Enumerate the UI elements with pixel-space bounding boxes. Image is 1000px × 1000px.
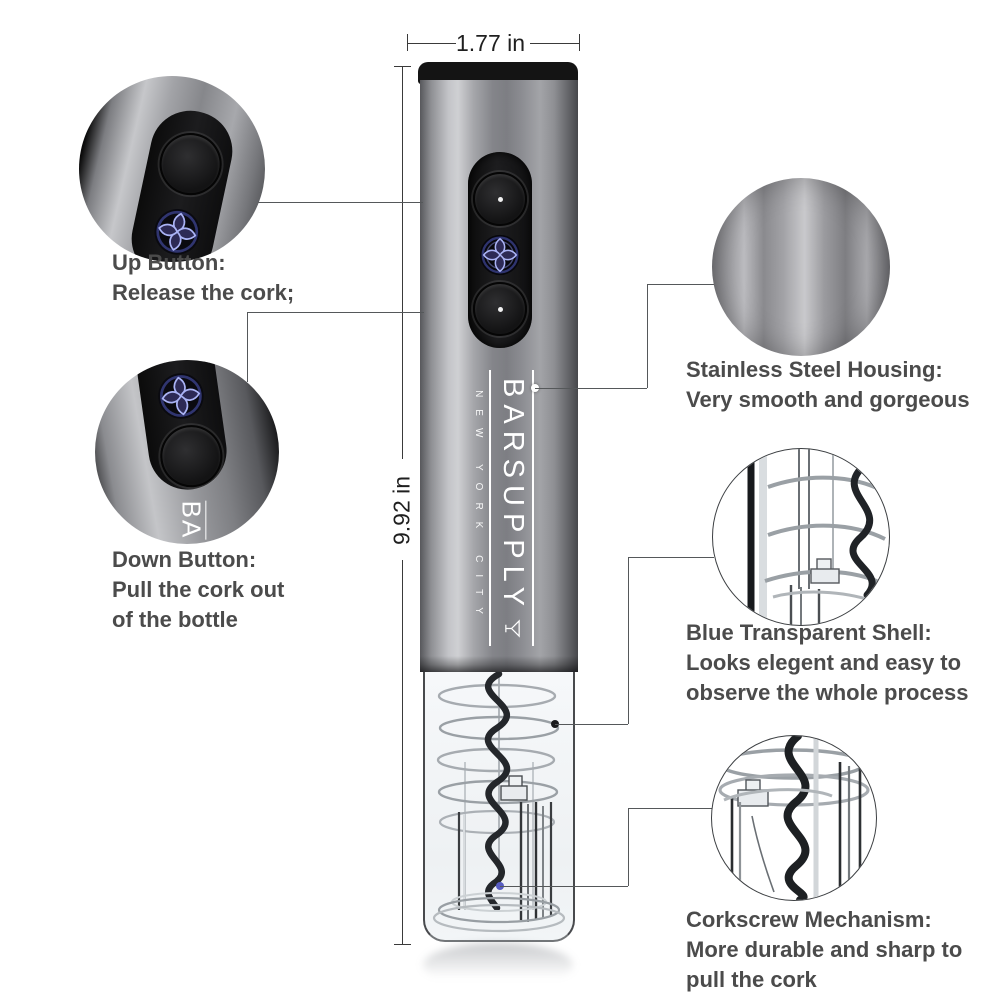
corkscrew-desc-1: More durable and sharp to bbox=[686, 937, 963, 962]
up-button[interactable] bbox=[473, 172, 527, 226]
down-button-desc-2: of the bottle bbox=[112, 607, 238, 632]
transparent-shell bbox=[423, 672, 575, 942]
martini-glass-icon bbox=[505, 619, 521, 638]
down-button-title: Down Button: bbox=[112, 547, 257, 572]
down-button-callout-panel bbox=[132, 360, 232, 495]
blue-shell-desc-1: Looks elegent and easy to bbox=[686, 650, 962, 675]
stainless-housing-callout-photo bbox=[712, 178, 890, 356]
leader-line-stainless-h1 bbox=[535, 388, 647, 389]
leader-line-stainless-h2 bbox=[647, 284, 714, 285]
brand-name: BARSUPPLY bbox=[497, 378, 530, 613]
blue-shell-label: Blue Transparent Shell: Looks elegent an… bbox=[686, 618, 968, 708]
clover-logo-icon bbox=[479, 234, 521, 276]
blue-shell-callout-photo bbox=[712, 448, 890, 626]
down-button-desc-1: Pull the cork out bbox=[112, 577, 285, 602]
height-dim-tick-top bbox=[394, 66, 411, 67]
down-button-indicator-dot bbox=[497, 306, 503, 312]
height-dim-label: 9.92 in bbox=[388, 475, 415, 546]
corkscrew-label: Corkscrew Mechanism: More durable and sh… bbox=[686, 905, 962, 995]
down-button-callout-button bbox=[156, 421, 227, 492]
stainless-housing-label: Stainless Steel Housing: Very smooth and… bbox=[686, 355, 970, 415]
leader-line-up-button bbox=[258, 202, 423, 203]
corkscrew-callout-photo bbox=[711, 735, 877, 901]
width-dim-tick-left bbox=[407, 34, 408, 51]
leader-line-blue-shell-h2 bbox=[628, 557, 714, 558]
height-dim-line-upper bbox=[402, 67, 403, 459]
leader-line-blue-shell-h1 bbox=[555, 724, 628, 725]
width-dim-line-left bbox=[408, 43, 456, 44]
up-button-indicator-dot bbox=[497, 196, 503, 202]
product-button-panel bbox=[468, 152, 532, 348]
up-button-callout-panel bbox=[124, 103, 240, 262]
up-button-title: Up Button: bbox=[112, 250, 226, 275]
up-button-callout-button bbox=[153, 127, 228, 201]
product-reflection bbox=[423, 943, 573, 987]
height-dim-line-lower bbox=[402, 560, 403, 945]
blue-shell-desc-2: observe the whole process bbox=[686, 680, 969, 705]
up-button-callout-photo bbox=[79, 76, 265, 262]
brand-location: NEW YORK CITY bbox=[473, 390, 485, 626]
brand-logo: BARSUPPLY NEW YORK CITY bbox=[472, 353, 536, 663]
leader-line-stainless-v bbox=[647, 284, 648, 388]
down-button[interactable] bbox=[473, 282, 527, 336]
clover-logo-icon bbox=[154, 209, 200, 255]
leader-line-down-button-v bbox=[247, 312, 248, 382]
metal-body-bottom-rim bbox=[420, 656, 578, 672]
stainless-housing-title: Stainless Steel Housing: bbox=[686, 357, 943, 382]
corkscrew-mechanism-graphic bbox=[432, 672, 566, 933]
down-button-label: Down Button: Pull the cork out of the bo… bbox=[112, 545, 284, 635]
stainless-housing-desc-1: Very smooth and gorgeous bbox=[686, 387, 970, 412]
down-button-callout-photo: BA bbox=[95, 360, 279, 544]
leader-line-blue-shell-v bbox=[628, 557, 629, 724]
leader-line-corkscrew-v bbox=[628, 808, 629, 886]
leader-line-down-button-h bbox=[247, 312, 424, 313]
clover-logo-icon bbox=[158, 373, 204, 419]
width-dim-label: 1.77 in bbox=[456, 30, 526, 56]
leader-line-corkscrew-h2 bbox=[628, 808, 712, 809]
product-top-cap bbox=[418, 62, 578, 84]
leader-line-corkscrew-h1 bbox=[500, 886, 628, 887]
width-dim-tick-right bbox=[579, 34, 580, 51]
corkscrew-desc-2: pull the cork bbox=[686, 967, 817, 992]
corkscrew-title: Corkscrew Mechanism: bbox=[686, 907, 932, 932]
width-dim-line-right bbox=[530, 43, 579, 44]
up-button-desc-1: Release the cork; bbox=[112, 280, 295, 305]
corkscrew-detail-graphic bbox=[718, 736, 870, 900]
blue-shell-title: Blue Transparent Shell: bbox=[686, 620, 932, 645]
blue-shell-detail-graphic bbox=[747, 449, 886, 625]
up-button-label: Up Button: Release the cork; bbox=[112, 248, 294, 308]
brand-partial-text: BA bbox=[176, 500, 207, 540]
